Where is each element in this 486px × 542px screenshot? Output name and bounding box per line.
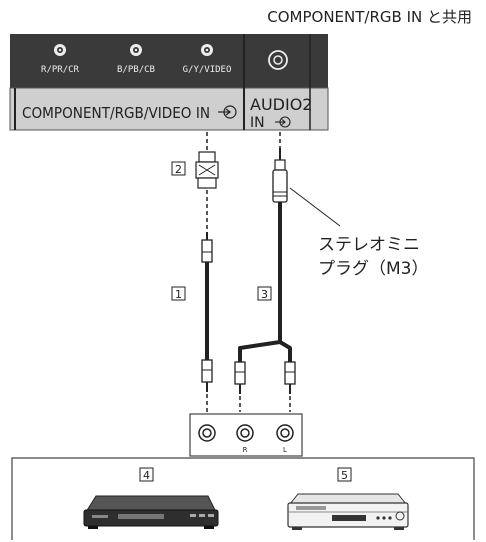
- callout-box: [337, 467, 352, 482]
- terminal-r-label: R: [243, 446, 248, 454]
- jack-b-pb-cb: B/PB/CB: [117, 44, 155, 75]
- rca-plug-icon: [201, 359, 213, 412]
- panel-top-strip: [10, 34, 328, 88]
- input-arrow-icon: [218, 105, 237, 119]
- panel-bottom-strip: [9, 87, 329, 131]
- callout-box: [139, 467, 154, 482]
- dvd-player-icon: [287, 493, 409, 530]
- rca-plug-icon: [201, 232, 213, 263]
- audio2-label: AUDIO2: [250, 95, 312, 114]
- rca-plug-icon: [284, 361, 296, 412]
- callout-number: 1: [175, 288, 182, 301]
- vcr-icon: [83, 495, 219, 529]
- callout-box: [171, 161, 186, 176]
- audio-input-arrow-icon: [275, 116, 291, 128]
- shared-port-caption: COMPONENT/RGB IN と共用: [267, 8, 472, 26]
- callout-number: 2: [175, 163, 182, 176]
- mini-plug-icon: [272, 148, 288, 203]
- audio-cable: [238, 202, 292, 362]
- rca-plug-icon: [234, 361, 246, 412]
- jack-label: B/PB/CB: [117, 65, 155, 75]
- leader-line: [289, 187, 341, 227]
- terminal-l-label: L: [283, 446, 287, 454]
- jack-g-y-video: G/Y/VIDEO: [183, 44, 232, 75]
- jack-label: R/PR/CR: [41, 65, 80, 75]
- component-input-label: COMPONENT/RGB/VIDEO IN: [22, 104, 210, 122]
- bnc-adapter-icon: [195, 151, 219, 189]
- callout-box: [171, 286, 186, 301]
- callout-number: 5: [341, 469, 348, 482]
- audio-in-label: IN: [250, 115, 265, 131]
- callout-number: 4: [143, 469, 150, 482]
- stereo-plug-label-line2: プラグ（M3）: [318, 259, 428, 279]
- jack-r-pr-cr: R/PR/CR: [41, 44, 80, 75]
- device-area-border: [11, 457, 475, 540]
- callout-box: [257, 286, 272, 301]
- rca-output-terminals: R L: [189, 413, 303, 457]
- callout-number: 3: [261, 288, 268, 301]
- display-back-panel: R/PR/CR B/PB/CB G/Y/VIDEO COMPONENT/RGB/…: [9, 34, 329, 131]
- audio2-jack: [268, 50, 288, 70]
- jack-label: G/Y/VIDEO: [183, 65, 232, 75]
- stereo-plug-label-line1: ステレオミニ: [318, 235, 420, 255]
